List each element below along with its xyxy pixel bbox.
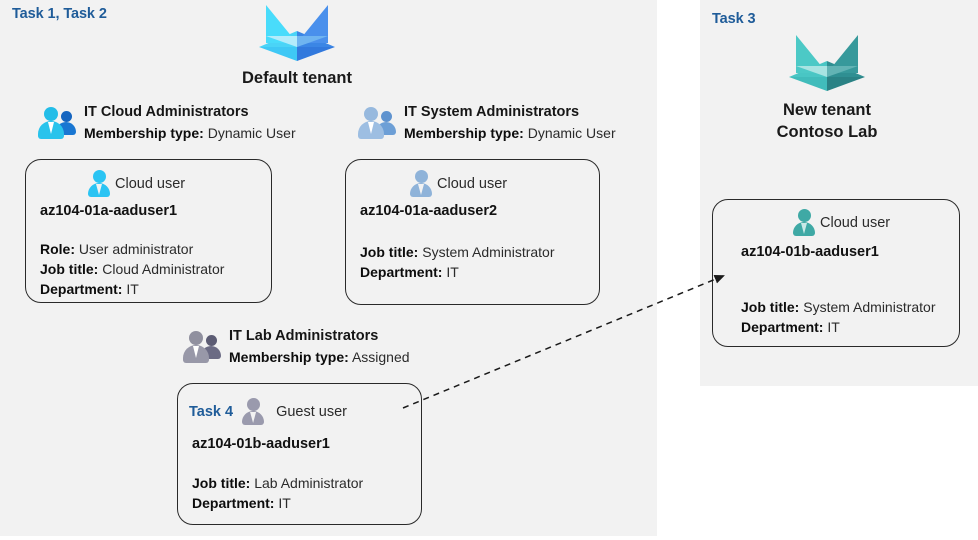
attr-label: Department: (360, 263, 443, 280)
attr-value: System Administrator (803, 299, 936, 315)
attr-value: IT (126, 280, 139, 297)
user-card-az104-01b-aaduser1-cloud[interactable]: Cloud user az104-01b-aaduser1 Job title:… (712, 199, 960, 347)
azure-ad-tenant-icon (789, 33, 865, 91)
user-type-label: Cloud user (820, 214, 891, 231)
cloud-user-icon (410, 170, 432, 197)
user-card-az104-01a-aaduser2[interactable]: Cloud user az104-01a-aaduser2 Job title:… (345, 159, 600, 305)
task-label-3: Task 3 (712, 11, 756, 27)
group-it-system-administrators: IT System Administrators Membership type… (358, 104, 658, 151)
group-membership-type: Membership type: Dynamic User (404, 123, 616, 143)
user-attributes: Job title: System Administrator Departme… (360, 243, 555, 283)
task-label-4: Task 4 (189, 403, 234, 420)
attr-value: IT (446, 263, 459, 280)
user-attributes: Role: User administrator Job title: Clou… (40, 240, 224, 300)
group-it-lab-administrators: IT Lab Administrators Membership type: A… (183, 328, 503, 375)
cloud-user-icon (88, 170, 110, 197)
group-membership-value: Dynamic User (527, 125, 616, 142)
user-type-label: Guest user (276, 403, 347, 420)
group-membership-label: Membership type: (229, 349, 349, 366)
card-header: Cloud user (88, 170, 185, 197)
attr-label: Department: (40, 280, 123, 297)
attr-job-title: Job title: Cloud Administrator (40, 260, 224, 280)
task-label-1-2: Task 1, Task 2 (12, 6, 107, 22)
group-membership-value: Assigned (351, 349, 410, 366)
attr-label: Job title: (40, 260, 99, 277)
username: az104-01b-aaduser1 (741, 244, 879, 260)
user-card-az104-01b-aaduser1-guest[interactable]: Task 4 Guest user az104-01b-aaduser1 Job… (177, 383, 422, 525)
group-membership-type: Membership type: Dynamic User (84, 123, 296, 143)
default-tenant-title: Default tenant (241, 69, 352, 87)
group-membership-value: Dynamic User (207, 125, 296, 142)
attr-role: Role: User administrator (40, 240, 224, 260)
attr-department: Department: IT (360, 263, 555, 283)
user-type-label: Cloud user (437, 175, 508, 192)
attr-department: Department: IT (192, 494, 363, 514)
user-type-label: Cloud user (115, 175, 186, 192)
username: az104-01b-aaduser1 (192, 436, 330, 452)
user-attributes: Job title: Lab Administrator Department:… (192, 474, 363, 514)
attr-label: Department: (741, 318, 824, 335)
cloud-user-icon (793, 209, 815, 236)
default-tenant-block: Default tenant (222, 3, 372, 89)
attr-department: Department: IT (741, 318, 936, 338)
attr-label: Role: (40, 241, 75, 257)
group-users-icon (183, 329, 225, 367)
card-header: Cloud user (410, 170, 507, 197)
attr-department: Department: IT (40, 280, 224, 300)
attr-value: IT (278, 494, 291, 511)
username: az104-01a-aaduser1 (40, 203, 178, 219)
attr-value: Cloud Administrator (102, 260, 225, 277)
attr-job-title: Job title: Lab Administrator (192, 474, 363, 494)
attr-value: User administrator (78, 241, 194, 257)
attr-label: Job title: (741, 299, 800, 315)
user-attributes: Job title: System Administrator Departme… (741, 298, 936, 338)
new-tenant-title-line1: New tenant (782, 101, 871, 119)
attr-job-title: Job title: System Administrator (360, 243, 555, 263)
group-name: IT Lab Administrators (229, 328, 379, 344)
attr-value: IT (827, 318, 840, 335)
group-users-icon (358, 105, 400, 143)
card-header: Cloud user (793, 209, 890, 236)
group-users-icon (38, 105, 80, 143)
group-membership-label: Membership type: (84, 125, 204, 142)
attr-value: System Administrator (422, 244, 555, 260)
attr-label: Job title: (360, 244, 419, 260)
group-membership-type: Membership type: Assigned (229, 347, 410, 367)
new-tenant-title-line2: Contoso Lab (776, 123, 878, 142)
azure-ad-tenant-icon (259, 3, 335, 61)
attr-label: Department: (192, 494, 275, 511)
card-header: Task 4 Guest user (189, 398, 347, 425)
username: az104-01a-aaduser2 (360, 203, 498, 219)
group-name: IT System Administrators (404, 104, 580, 120)
attr-label: Job title: (192, 475, 251, 491)
group-membership-label: Membership type: (404, 125, 524, 142)
group-it-cloud-administrators: IT Cloud Administrators Membership type:… (38, 104, 338, 151)
attr-value: Lab Administrator (254, 475, 364, 491)
user-card-az104-01a-aaduser1[interactable]: Cloud user az104-01a-aaduser1 Role: User… (25, 159, 272, 303)
group-name: IT Cloud Administrators (84, 104, 249, 120)
guest-user-icon (242, 398, 265, 425)
attr-job-title: Job title: System Administrator (741, 298, 936, 318)
new-tenant-block: New tenant Contoso Lab (752, 33, 902, 144)
